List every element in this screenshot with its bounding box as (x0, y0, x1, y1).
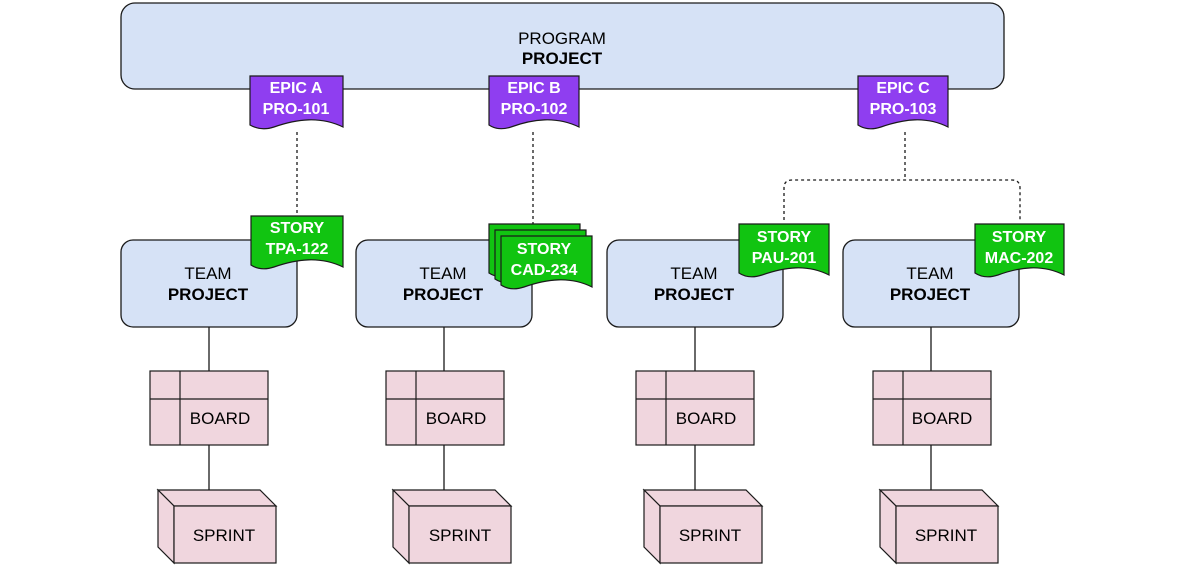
story-3-line1: STORY (757, 229, 812, 246)
board-1-label: BOARD (190, 409, 250, 428)
story-2-line1: STORY (517, 241, 572, 258)
epic-a: EPIC A PRO-101 (249, 75, 344, 130)
team-project-2: TEAM PROJECT (355, 239, 533, 328)
epic-c: EPIC C PRO-103 (857, 75, 949, 130)
sprint-1-label: SPRINT (193, 526, 255, 545)
story-4-line1: STORY (992, 229, 1047, 246)
program-project-box: PROGRAM PROJECT (120, 2, 1005, 90)
sprint-3: SPRINT (642, 488, 764, 565)
story-3-line2: PAU-201 (752, 250, 817, 267)
story-1-line1: STORY (270, 220, 325, 237)
team-2-line2: PROJECT (403, 285, 484, 304)
board-3-label: BOARD (676, 409, 736, 428)
board-4: BOARD (872, 370, 992, 446)
team-2-line1: TEAM (419, 264, 466, 283)
epic-c-line1: EPIC C (876, 80, 930, 97)
board-4-label: BOARD (912, 409, 972, 428)
epic-c-branch-link (783, 179, 1021, 220)
story-mac-202: STORY MAC-202 (974, 223, 1065, 278)
connectors (208, 132, 1021, 490)
board-3: BOARD (635, 370, 755, 446)
team-1-line1: TEAM (184, 264, 231, 283)
sprint-4: SPRINT (878, 488, 1000, 565)
epic-b-line2: PRO-102 (501, 101, 568, 118)
sprint-3-label: SPRINT (679, 526, 741, 545)
epic-a-line1: EPIC A (270, 80, 323, 97)
story-tpa-122: STORY TPA-122 (250, 215, 344, 270)
epic-c-line2: PRO-103 (870, 101, 937, 118)
sprint-4-label: SPRINT (915, 526, 977, 545)
team-3-line2: PROJECT (654, 285, 735, 304)
team-1-line2: PROJECT (168, 285, 249, 304)
story-4-line2: MAC-202 (985, 250, 1054, 267)
story-1-line2: TPA-122 (266, 241, 329, 258)
sprint-2-label: SPRINT (429, 526, 491, 545)
board-2: BOARD (385, 370, 505, 446)
program-line1: PROGRAM (518, 29, 606, 48)
epic-b: EPIC B PRO-102 (488, 75, 580, 130)
team-4-line1: TEAM (906, 264, 953, 283)
story-cad-234-stack: STORY CAD-234 (488, 223, 593, 290)
sprint-2: SPRINT (391, 488, 513, 565)
board-2-label: BOARD (426, 409, 486, 428)
team-4-line2: PROJECT (890, 285, 971, 304)
board-1: BOARD (149, 370, 269, 446)
sprint-1: SPRINT (156, 488, 278, 565)
program-line2: PROJECT (522, 49, 603, 68)
team-3-line1: TEAM (670, 264, 717, 283)
epic-b-line1: EPIC B (507, 80, 560, 97)
story-2-line2: CAD-234 (511, 262, 578, 279)
story-pau-201: STORY PAU-201 (738, 223, 830, 278)
epic-a-line2: PRO-101 (263, 101, 330, 118)
